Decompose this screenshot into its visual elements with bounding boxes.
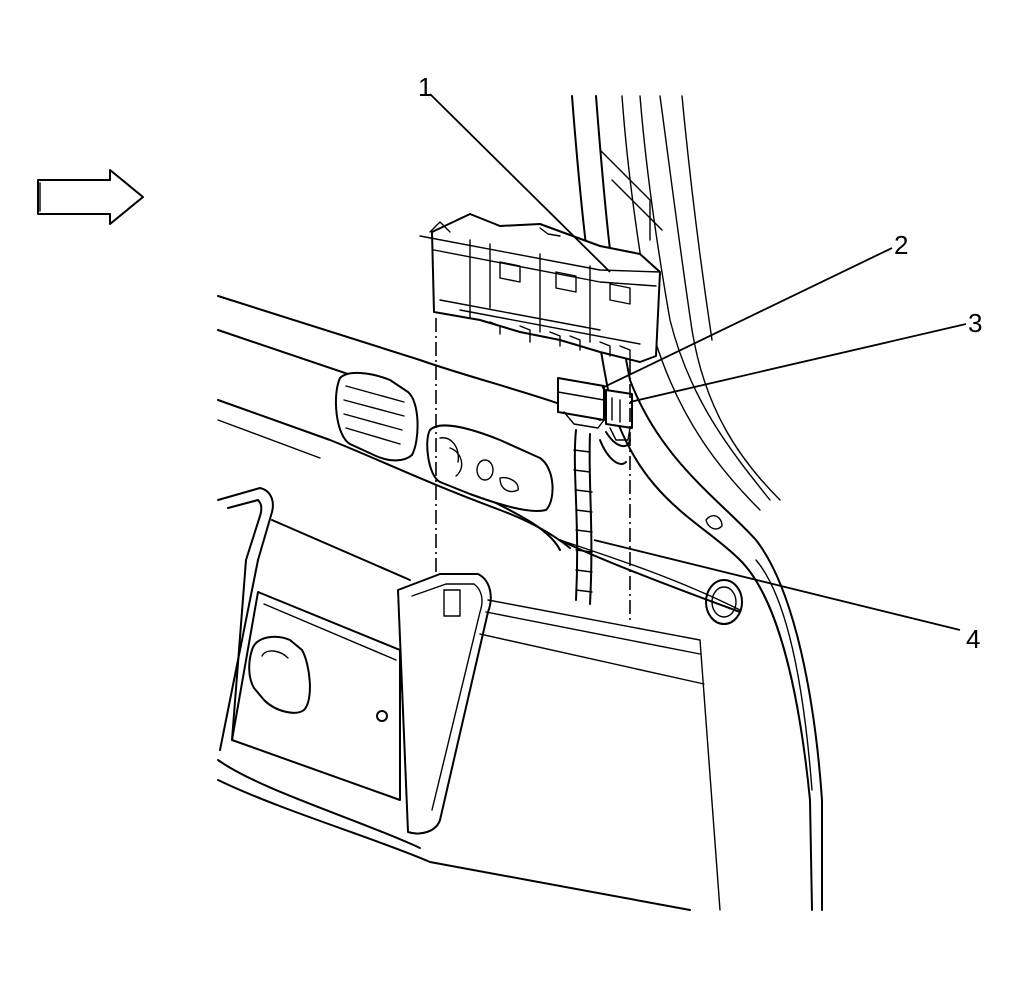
trim-panel [217, 487, 691, 911]
callout-4: 4 [966, 624, 980, 654]
control-module [419, 213, 661, 363]
trim-bracket [397, 539, 741, 911]
grab-handle [334, 372, 419, 462]
callout-2: 2 [894, 230, 908, 260]
view-direction-arrow-icon [37, 169, 144, 225]
callout-leaders [429, 93, 967, 631]
trim-emblem [426, 424, 554, 512]
body-pillar [571, 95, 823, 911]
callout-3: 3 [968, 308, 982, 338]
callout-1: 1 [418, 72, 432, 102]
alignment-lines [435, 318, 631, 620]
wiring-harness [573, 429, 631, 605]
harness-connector-secondary [605, 389, 633, 441]
harness-connector [557, 377, 605, 429]
